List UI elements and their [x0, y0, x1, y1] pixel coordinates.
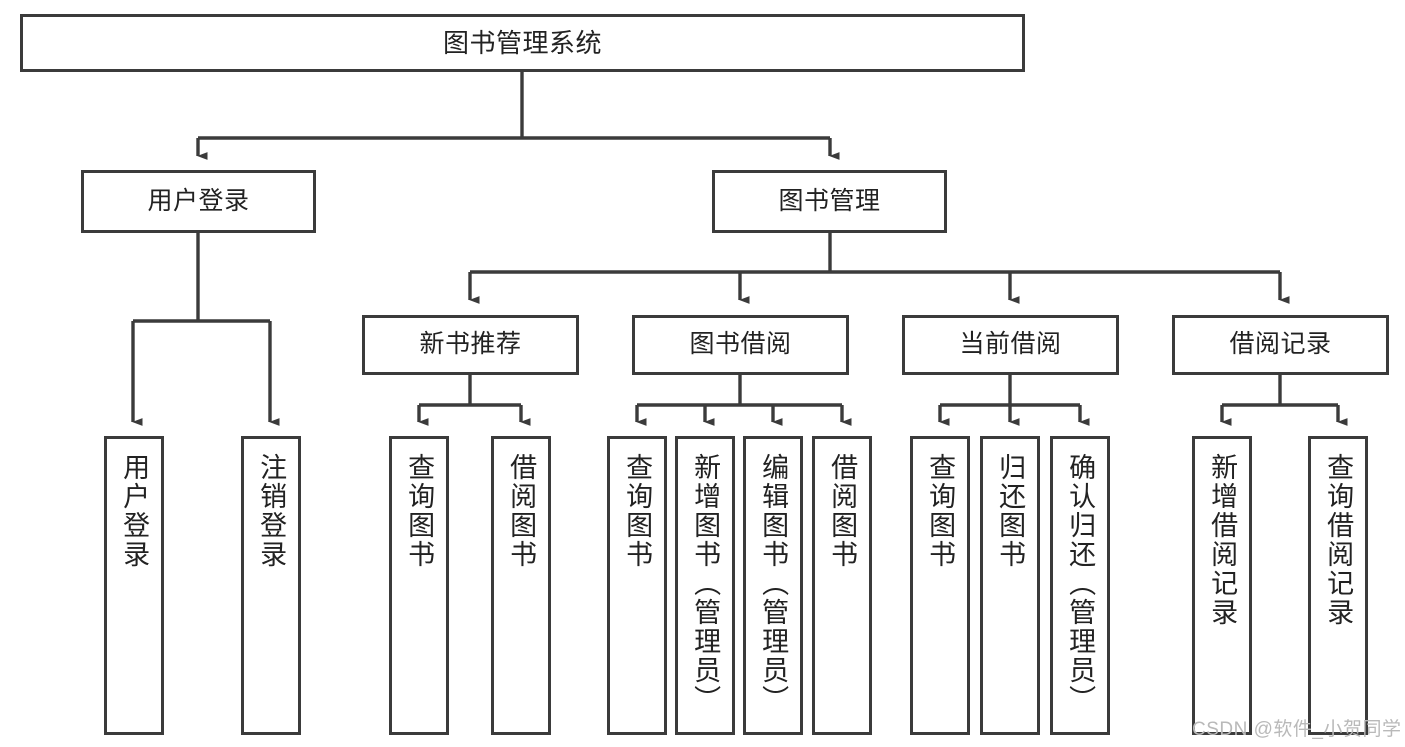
- leaf-return-book[interactable]: 归还图书: [980, 436, 1040, 735]
- watermark-text: CSDN @软件_小贺同学: [1192, 719, 1402, 740]
- leaf-logout-login[interactable]: 注销登录: [241, 436, 301, 735]
- leaf-user-login[interactable]: 用户登录: [104, 436, 164, 735]
- node-label: 借阅记录: [1229, 330, 1332, 359]
- node-book-borrow[interactable]: 图书借阅: [632, 315, 849, 375]
- leaf-add-book[interactable]: 新增图书（管理员）: [675, 436, 735, 735]
- node-label: 当前借阅: [959, 330, 1062, 359]
- node-borrow-record[interactable]: 借阅记录: [1172, 315, 1389, 375]
- node-root-图书管理系统[interactable]: 图书管理系统: [20, 14, 1025, 72]
- leaf-edit-book[interactable]: 编辑图书（管理员）: [743, 436, 803, 735]
- leaf-query-book-3[interactable]: 查询图书: [910, 436, 970, 735]
- leaf-confirm-return[interactable]: 确认归还（管理员）: [1050, 436, 1110, 735]
- node-label: 图书管理系统: [442, 27, 602, 58]
- node-label: 查询图书: [622, 453, 653, 569]
- node-label: 借阅图书: [506, 453, 537, 569]
- node-label: 归还图书: [995, 453, 1026, 569]
- node-label: 编辑图书（管理员）: [758, 453, 789, 714]
- node-label: 图书管理: [778, 186, 881, 215]
- node-label: 确认归还（管理员）: [1065, 453, 1096, 714]
- node-label: 用户登录: [147, 186, 250, 215]
- node-label: 注销登录: [256, 453, 287, 569]
- node-label: 新增借阅记录: [1207, 453, 1238, 627]
- node-new-book-recommend[interactable]: 新书推荐: [362, 315, 579, 375]
- node-current-borrow[interactable]: 当前借阅: [902, 315, 1119, 375]
- node-user-login[interactable]: 用户登录: [81, 170, 316, 233]
- leaf-borrow-book-2[interactable]: 借阅图书: [812, 436, 872, 735]
- node-book-manage[interactable]: 图书管理: [712, 170, 947, 233]
- leaf-borrow-book-1[interactable]: 借阅图书: [491, 436, 551, 735]
- leaf-query-book-2[interactable]: 查询图书: [607, 436, 667, 735]
- leaf-query-record[interactable]: 查询借阅记录: [1308, 436, 1368, 735]
- node-label: 查询图书: [404, 453, 435, 569]
- leaf-query-book-1[interactable]: 查询图书: [389, 436, 449, 735]
- node-label: 新增图书（管理员）: [690, 453, 721, 714]
- node-label: 查询借阅记录: [1323, 453, 1354, 627]
- node-label: 新书推荐: [419, 330, 522, 359]
- leaf-add-record[interactable]: 新增借阅记录: [1192, 436, 1252, 735]
- node-label: 用户登录: [119, 453, 150, 569]
- node-label: 查询图书: [925, 453, 956, 569]
- node-label: 借阅图书: [827, 453, 858, 569]
- node-label: 图书借阅: [689, 330, 792, 359]
